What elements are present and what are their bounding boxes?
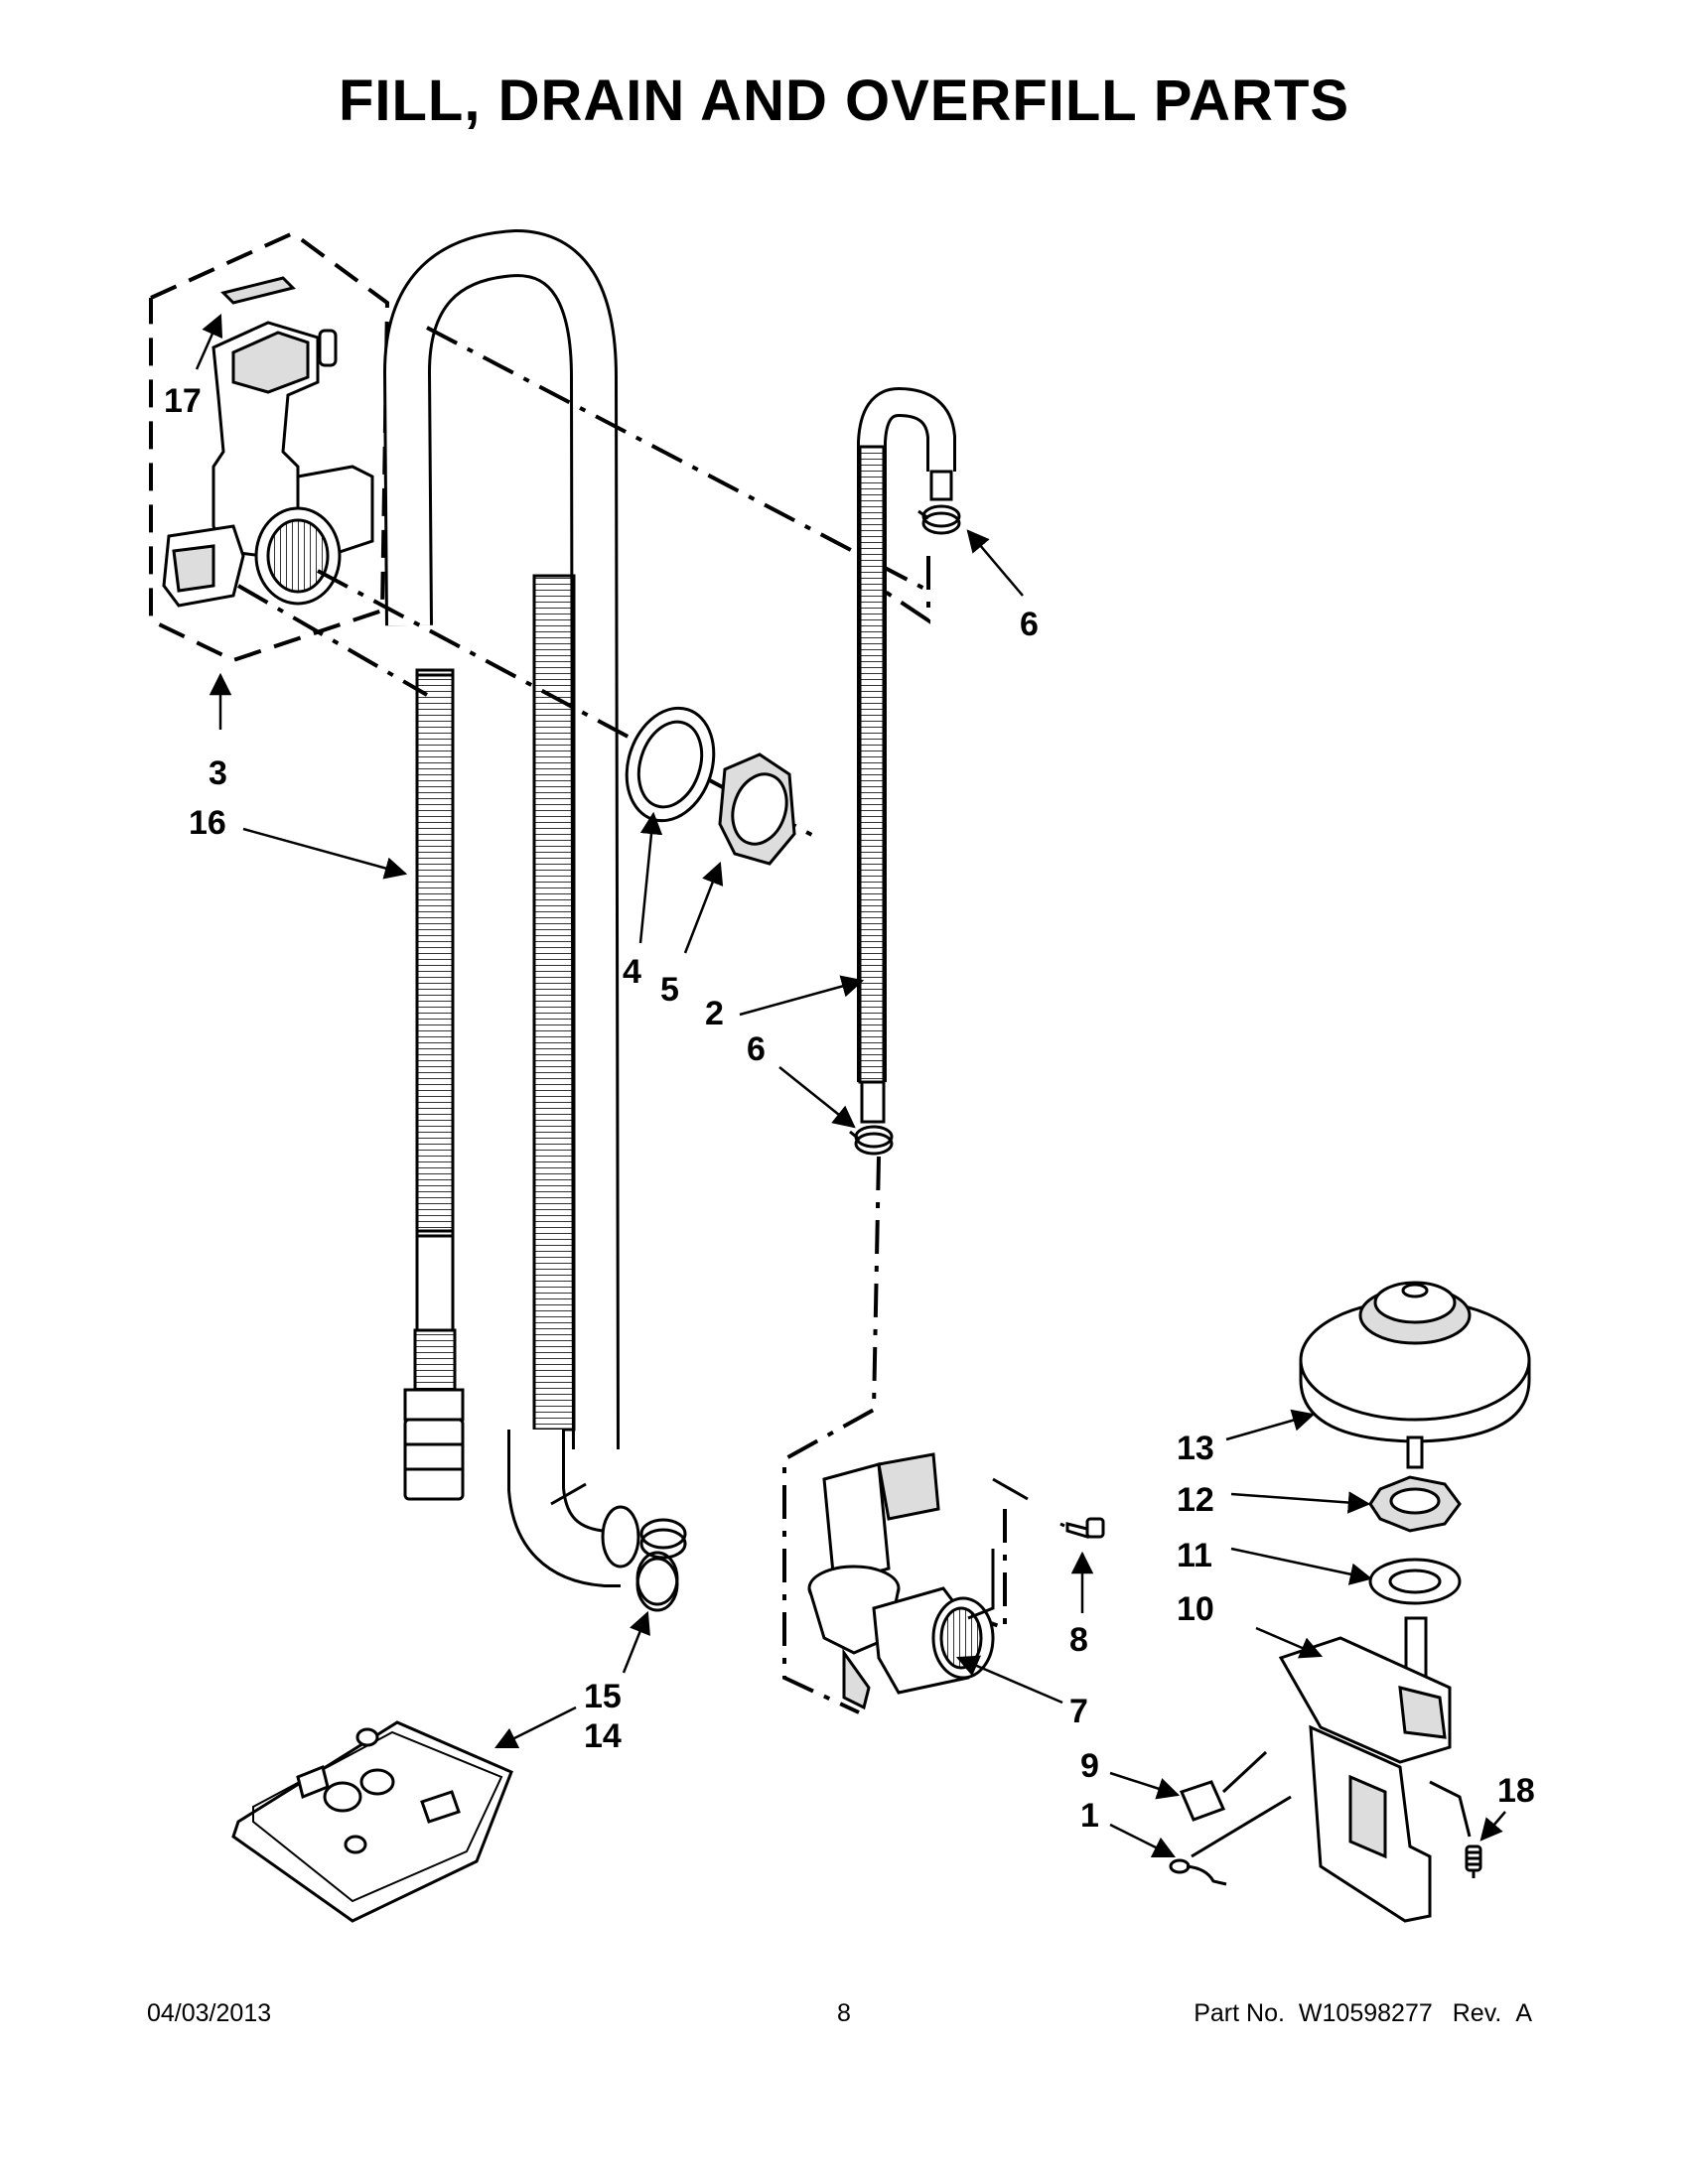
hose-clamp-6-bottom <box>849 1125 894 1156</box>
callout-8: 8 <box>1069 1621 1088 1659</box>
callout-6-top: 6 <box>1020 606 1039 643</box>
rev-label: Rev. <box>1452 1999 1502 2027</box>
callout-6-bottom: 6 <box>747 1030 766 1068</box>
parts-bag-14 <box>231 1720 513 1923</box>
callout-5: 5 <box>660 971 679 1009</box>
callout-16: 16 <box>189 804 226 842</box>
callout-labels: 17 3 16 4 5 2 6 6 15 14 8 7 13 12 11 10 … <box>164 382 1535 1835</box>
callout-18: 18 <box>1497 1772 1535 1810</box>
callout-12: 12 <box>1177 1481 1214 1519</box>
water-valve-7 <box>807 1452 995 1710</box>
drain-hose-16 <box>382 228 640 1587</box>
callout-2: 2 <box>705 995 724 1032</box>
callout-10: 10 <box>1177 1590 1214 1628</box>
callout-9: 9 <box>1080 1747 1099 1785</box>
float-13 <box>1299 1281 1531 1469</box>
hose-clamp-15 <box>635 1518 687 1612</box>
screw-18 <box>1465 1844 1482 1878</box>
footer-date: 04/03/2013 <box>147 1999 272 2027</box>
vent-housing-17 <box>162 276 374 608</box>
air-gap-group-3 <box>149 230 390 663</box>
rev-value: A <box>1515 1999 1532 2027</box>
gasket-4 <box>625 706 716 823</box>
callout-4: 4 <box>623 953 641 991</box>
callout-13: 13 <box>1177 1430 1214 1467</box>
callout-11: 11 <box>1177 1537 1212 1574</box>
switch-bracket-10 <box>1278 1616 1452 1923</box>
valve-bracket-lines <box>967 1477 1029 1620</box>
footer-part-number: Part No. W10598277 Rev. A <box>1194 1999 1532 2028</box>
part-label: Part No. <box>1194 1999 1285 2027</box>
page-title: FILL, DRAIN AND OVERFILL PARTS <box>338 68 1350 133</box>
seal-11 <box>1368 1558 1462 1605</box>
float-nut-12 <box>1368 1475 1462 1533</box>
micro-switch-9 <box>1179 1750 1268 1822</box>
callout-15: 15 <box>584 1678 622 1715</box>
callout-14: 14 <box>584 1717 622 1755</box>
fill-hose-2 <box>857 386 956 1124</box>
callout-3: 3 <box>209 754 227 792</box>
callout-17: 17 <box>164 382 202 420</box>
screw-8 <box>1059 1517 1105 1540</box>
callout-1: 1 <box>1080 1797 1099 1835</box>
footer-page-number: 8 <box>837 1999 851 2027</box>
hose-clamp-6-top <box>917 504 961 535</box>
part-number-value: W10598277 <box>1298 1999 1433 2027</box>
callout-7: 7 <box>1069 1693 1088 1730</box>
terminal-1 <box>1169 1795 1292 1886</box>
nut-5 <box>718 752 796 866</box>
